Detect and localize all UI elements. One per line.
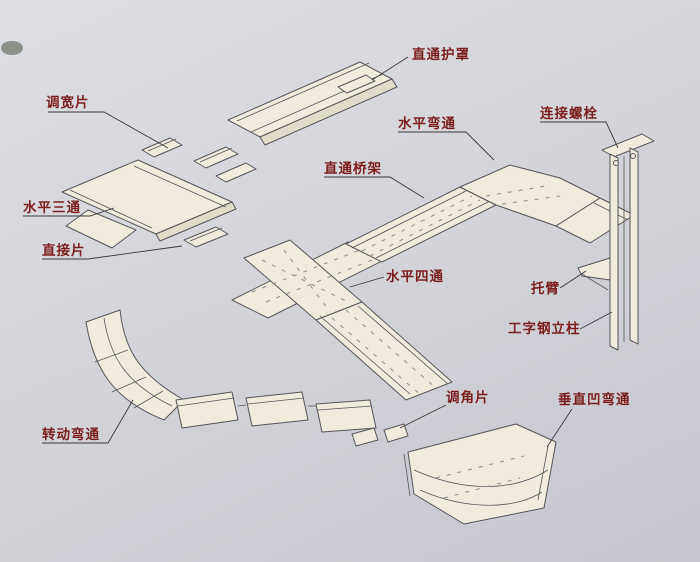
leader-horizontal-tee [23, 207, 115, 217]
label-connecting-bolt: 连接螺栓 [540, 105, 598, 122]
label-column: 工字钢立柱 [508, 320, 581, 337]
label-horizontal-bend: 水平弯通 [398, 115, 456, 132]
leader-width-adjust [48, 111, 169, 149]
label-vertical-bend: 垂直凹弯通 [558, 391, 631, 408]
label-direct-splice: 直接片 [42, 242, 86, 259]
label-bracket: 托臂 [531, 280, 560, 297]
paper-mark [1, 41, 23, 55]
lower-tray-part [315, 301, 453, 401]
leader-direct-splice [42, 245, 183, 260]
vertical-inside-bend-part [403, 423, 557, 525]
label-angle-adjust: 调角片 [446, 389, 490, 406]
leader-straight-tray [324, 176, 425, 199]
connecting-bolt [613, 160, 619, 166]
rotating-bend-part [85, 309, 185, 421]
leader-lines [23, 56, 619, 448]
leader-bracket [559, 270, 587, 289]
label-rotating-bend: 转动弯通 [42, 426, 100, 443]
label-straight-cover: 直通护罩 [412, 46, 470, 63]
width-adjust-pieces [141, 137, 257, 183]
column-part [577, 133, 655, 351]
angle-adjust-pieces [351, 423, 409, 447]
leader-rotating-bend [42, 399, 134, 444]
label-horizontal-tee: 水平三通 [23, 199, 81, 216]
label-width-adjust: 调宽片 [46, 94, 90, 111]
horizontal-tee-part [61, 159, 237, 249]
leader-straight-cover [371, 56, 409, 81]
leader-horizontal-bend [398, 131, 495, 161]
bracket-arm [577, 257, 611, 281]
leader-vertical-bend [546, 408, 573, 448]
leader-column [579, 311, 613, 330]
direct-splice-part [183, 226, 229, 248]
leader-cross [349, 276, 385, 288]
leader-angle-adjust [399, 404, 447, 429]
labels: 直通护罩 调宽片 水平弯通 连接螺栓 直通桥架 水平三通 直接片 水平四通 托臂… [23, 46, 631, 443]
connecting-bolt [630, 153, 636, 159]
straight-tray-part [345, 186, 497, 263]
chain-tray-parts [175, 391, 377, 433]
straight-cover-part [227, 61, 398, 146]
label-cross: 水平四通 [386, 268, 444, 285]
leader-connecting-bolt [540, 121, 619, 149]
label-straight-tray: 直通桥架 [324, 160, 382, 177]
